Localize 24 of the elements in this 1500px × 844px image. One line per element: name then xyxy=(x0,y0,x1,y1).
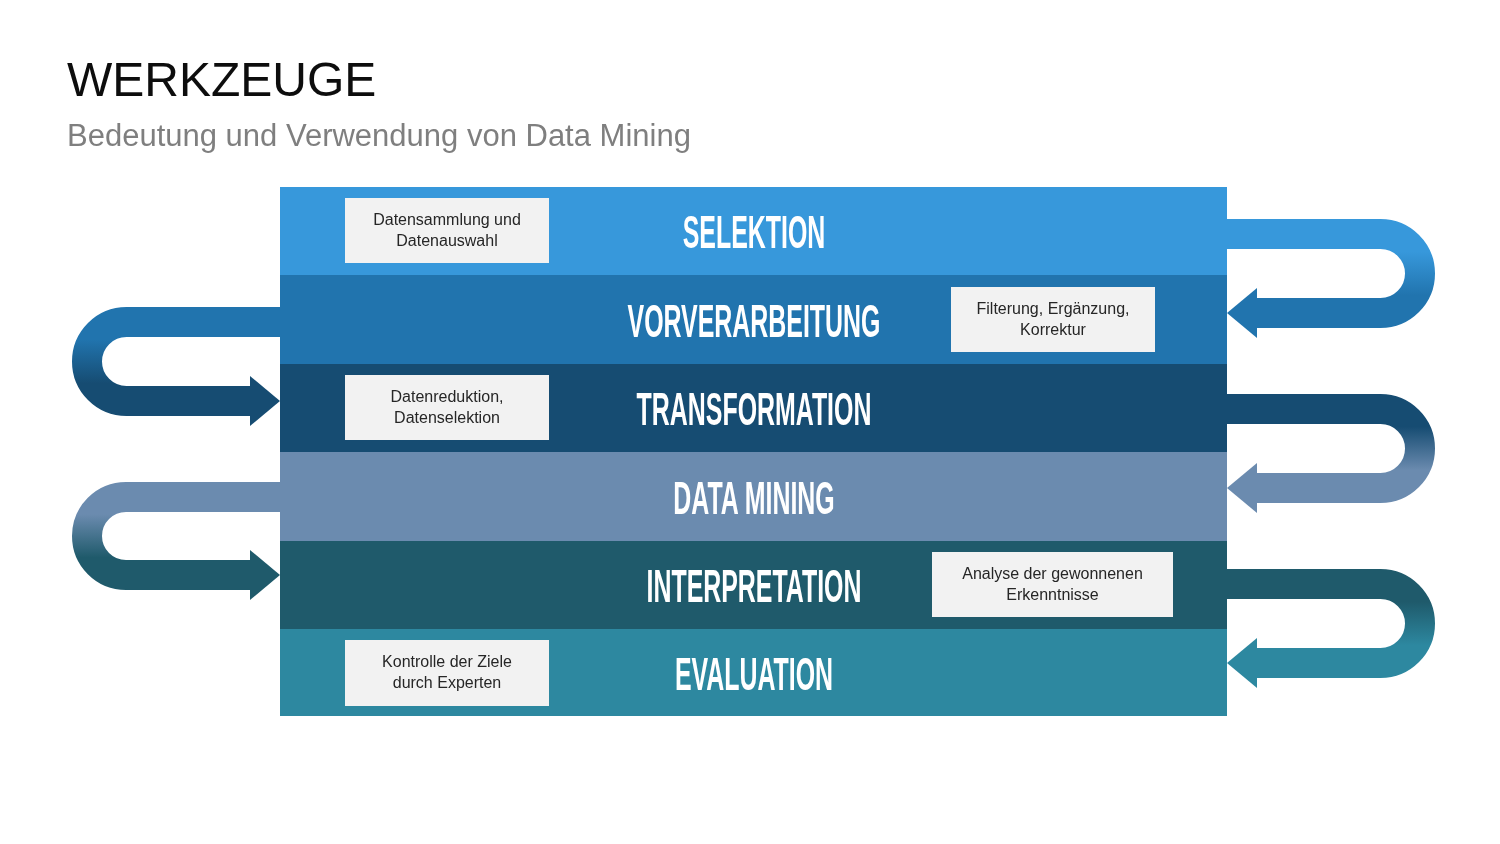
stage-band xyxy=(280,541,1227,629)
u-turn-arrow xyxy=(1227,219,1435,338)
stage-band xyxy=(280,629,1227,716)
stage-band xyxy=(280,364,1227,452)
note-card: Datenreduktion, Datenselektion xyxy=(345,375,549,440)
note-card: Filterung, Ergänzung, Korrektur xyxy=(951,287,1155,352)
u-turn-arrow xyxy=(1227,394,1435,513)
u-turn-arrow xyxy=(72,307,280,426)
stage-title: TRANSFORMATION xyxy=(636,384,871,432)
slide-subtitle: Bedeutung und Verwendung von Data Mining xyxy=(67,120,691,151)
stage-band xyxy=(280,452,1227,541)
slide-title: WERKZEUGE xyxy=(67,56,377,104)
note-card: Datensammlung und Datenauswahl xyxy=(345,198,549,263)
stage-title: SELEKTION xyxy=(682,207,825,255)
note-card: Kontrolle der Ziele durch Experten xyxy=(345,640,549,706)
stage-title: DATA MINING xyxy=(672,473,835,520)
stage-band xyxy=(280,275,1227,364)
stage-title: VORVERARBEITUNG xyxy=(627,296,880,343)
note-card: Analyse der gewonnenen Erkenntnisse xyxy=(932,552,1173,617)
stage-title: EVALUATION xyxy=(674,649,833,696)
stage-title: INTERPRETATION xyxy=(646,561,861,609)
u-turn-arrow xyxy=(1227,569,1435,688)
u-turn-arrow xyxy=(72,482,280,600)
stage-band xyxy=(280,187,1227,275)
